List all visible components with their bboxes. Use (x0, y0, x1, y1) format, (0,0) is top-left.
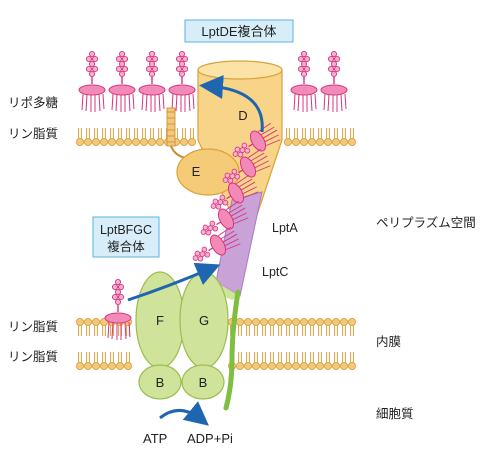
phospholipid-icon (131, 127, 141, 147)
subunit-g-label: G (199, 313, 209, 328)
phospholipid-icon (251, 317, 261, 337)
cytoplasm-label: 細胞質 (376, 406, 414, 421)
phospholipid-icon (243, 351, 253, 371)
subunit-d-label: D (238, 108, 247, 123)
phospholipid-icon (115, 127, 125, 147)
phospholipid-icon (91, 317, 101, 337)
phospholipid-icon (267, 351, 277, 371)
phospholipid-icon (291, 317, 301, 337)
lptE: E (176, 148, 240, 196)
phospholipid-icon (283, 127, 293, 147)
phospholipid-icon (235, 351, 245, 371)
adp-pi-label: ADP+Pi (187, 431, 233, 446)
phospholipid-icon (259, 317, 269, 337)
lptC-label: LptC (262, 265, 288, 279)
lptBFGC-complex-label-2: 複合体 (107, 239, 145, 254)
phospholipid-icon (155, 127, 165, 147)
phospholipid-icon (139, 127, 149, 147)
phospholipid-icon (123, 351, 133, 371)
phospholipid-icon (99, 127, 109, 147)
subunit-e-label: E (192, 164, 201, 179)
phospholipid-icon (283, 317, 293, 337)
phospholipid-icon (299, 351, 309, 371)
phospholipid-icon (75, 351, 85, 371)
inner-membrane-label: 内膜 (376, 335, 401, 349)
subunit-b-label-left: B (156, 375, 165, 390)
phospholipid-icon (315, 351, 325, 371)
periplasm-label: ペリプラズム空間 (376, 215, 476, 230)
phospholipid-icon (331, 351, 341, 371)
phospholipid-icon (107, 351, 117, 371)
phospholipid-icon (259, 351, 269, 371)
phospholipid-icon (331, 317, 341, 337)
phospholipid-icon (307, 317, 317, 337)
phospholipid-icon (291, 127, 301, 147)
phospholipid-icon (179, 127, 189, 147)
lptA-label: LptA (272, 221, 298, 235)
arrow-atp-hydrolysis-icon (159, 401, 209, 426)
phospholipid-icon (291, 351, 301, 371)
phospholipid-icon (307, 351, 317, 371)
phospholipid-icon (187, 127, 197, 147)
phospholipid-icon (347, 127, 357, 147)
phospholipid-icon (147, 127, 157, 147)
phospholipid-icon (123, 127, 133, 147)
phospholipid-icon (347, 317, 357, 337)
phospholipid-icon (115, 351, 125, 371)
phospholipid-icon (235, 317, 245, 337)
lps-label: リポ多糖 (8, 95, 59, 110)
subunit-f-label: F (156, 313, 164, 328)
phospholipid-icon (99, 351, 109, 371)
phospholipid-icon (91, 351, 101, 371)
phospholipid-icon (83, 127, 93, 147)
phospholipid-icon (91, 127, 101, 147)
phospholipid-icon (347, 351, 357, 371)
phospholipid-icon (83, 351, 93, 371)
phospholipid-icon (251, 351, 261, 371)
phospholipid-icon (83, 317, 93, 337)
subunit-b-label-right: B (199, 375, 208, 390)
phospholipid-icon (75, 127, 85, 147)
lptDE-complex-box: LptDE複合体 (184, 19, 294, 43)
lptF: F (135, 271, 185, 369)
phospholipid-icon (267, 317, 277, 337)
phospholipid-icon (339, 127, 349, 147)
phospholipid-icon (339, 351, 349, 371)
phospholipid-icon (75, 317, 85, 337)
phospholipid-icon (315, 127, 325, 147)
outer-phospholipid-label: リン脂質 (8, 126, 58, 141)
lptE-tether (166, 107, 187, 159)
phospholipid-icon (331, 127, 341, 147)
lptBFGC-complex-box: LptBFGC 複合体 (92, 216, 160, 258)
phospholipid-icon (243, 317, 253, 337)
phospholipid-icon (323, 351, 333, 371)
phospholipid-icon (99, 317, 109, 337)
arrow-lps-extract-icon (127, 262, 221, 302)
phospholipid-icon (339, 317, 349, 337)
phospholipid-icon (299, 317, 309, 337)
arrow-lps-out-icon (199, 75, 264, 133)
lptDE-complex-label: LptDE複合体 (201, 24, 276, 39)
inner-phospholipid-label-top: リン脂質 (8, 319, 58, 334)
phospholipid-icon (307, 127, 317, 147)
phospholipid-icon (323, 127, 333, 147)
atp-label: ATP (143, 431, 167, 446)
lptG: G (179, 271, 229, 369)
phospholipid-icon (315, 317, 325, 337)
inner-phospholipid-label-bottom: リン脂質 (8, 349, 58, 364)
lptB-right: B (181, 364, 225, 400)
phospholipid-icon (275, 351, 285, 371)
phospholipid-icon (299, 127, 309, 147)
phospholipid-icon (283, 351, 293, 371)
phospholipid-icon (323, 317, 333, 337)
lptB-left: B (138, 364, 182, 400)
phospholipid-icon (275, 317, 285, 337)
phospholipid-icon (107, 127, 117, 147)
lptC-helix (223, 289, 241, 411)
lptBFGC-complex-label-1: LptBFGC (100, 223, 152, 237)
